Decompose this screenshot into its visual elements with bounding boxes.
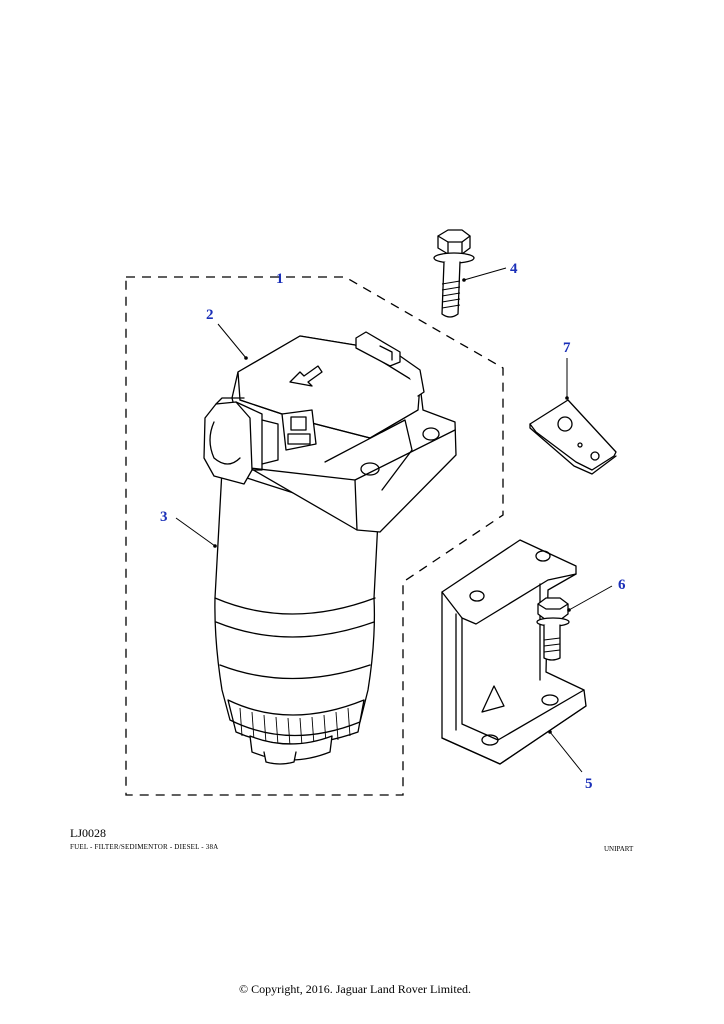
bracket-5 <box>441 539 587 765</box>
callout-2[interactable]: 2 <box>206 307 214 323</box>
bolt-6 <box>536 597 570 661</box>
brand-label: UNIPART <box>604 845 634 853</box>
callout-3[interactable]: 3 <box>160 509 168 525</box>
plate-7 <box>529 399 617 475</box>
copyright-notice: © Copyright, 2016. Jaguar Land Rover Lim… <box>238 982 472 996</box>
leader-lines <box>175 267 613 773</box>
callout-5[interactable]: 5 <box>585 776 593 792</box>
callout-7[interactable]: 7 <box>563 340 571 356</box>
bolt-4 <box>433 229 475 318</box>
assembly-boundary <box>125 276 504 796</box>
callout-6[interactable]: 6 <box>618 577 626 593</box>
diagram-reference-code: LJ0028 <box>70 826 106 840</box>
callout-1[interactable]: 1 <box>276 271 284 287</box>
callout-4[interactable]: 4 <box>510 261 518 277</box>
fuel-filter-assembly <box>203 331 457 765</box>
diagram-caption: FUEL - FILTER/SEDIMENTOR - DIESEL - 38A <box>70 843 219 851</box>
